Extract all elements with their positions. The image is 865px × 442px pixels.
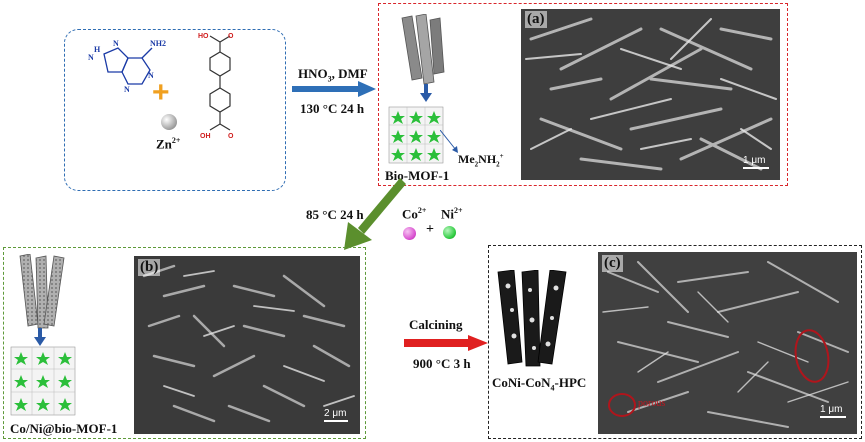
adenine-n-label: N [148,71,154,80]
panel-b-tag: (b) [138,259,161,276]
scale-bar-c: 1 μm [820,404,846,418]
step3-label: Calcining [409,317,463,332]
hpc-carbon-rods [497,270,567,367]
porous-annotation: porous [638,398,666,409]
scale-bar-b: 2 μm [324,408,348,422]
sem-image-c: (c) porous 1 μm [598,252,857,434]
ni-ion-label: Ni2+ [441,206,463,222]
adenine-structure: N H N N N NH2 [88,39,166,94]
sem-image-b: (b) 2 μm [134,256,360,434]
down-arrow-icon [420,84,432,102]
down-arrow-icon [34,328,46,346]
bpdc-o-label: O [228,133,234,140]
cation-label: Me2NH2+ [458,152,504,169]
mof-crystal-rods [401,14,445,85]
plus-sign: + [152,76,170,109]
ion-plus-sign: + [426,222,434,237]
adenine-n-label: N [88,53,94,62]
step1-condition: 130 °C 24 h [300,101,365,116]
step2-condition: 85 °C 24 h [306,207,364,222]
adenine-n-label: N [124,85,130,94]
step1-reagents: HNO3, DMF [298,66,368,84]
co-ni-mof-panel-box [3,247,366,439]
zn-ion-sphere [161,114,177,130]
adenine-nh2-label: NH2 [150,39,166,48]
hpc-panel-box [488,245,862,439]
adenine-n-label: N [113,39,119,48]
bpdc-ho-label: HO [198,33,209,40]
zn-ion-label: Zn2+ [156,136,181,152]
bpdc-o-label: O [228,33,234,40]
porous-region-circle [794,329,830,383]
ni-ion-sphere [443,226,456,239]
step3-condition: 900 °C 3 h [413,356,471,371]
co-ni-mof-rods [19,254,65,329]
co-ion-sphere [403,227,416,240]
hpc-name: CoNi-CoN4-HPC [492,375,587,393]
reactants-box [64,29,286,191]
bpdc-oh-label: OH [200,133,211,140]
mof-framework-lattice [388,106,444,164]
bpdc-structure: O HO O OH [198,33,234,140]
scale-bar-a: 1 μm [743,155,769,169]
panel-a-tag: (a) [525,11,547,28]
panel-c-tag: (c) [602,255,623,272]
co-ni-mof-lattice [10,346,76,416]
co-ni-mof-name: Co/Ni@bio-MOF-1 [10,421,118,436]
pointer-arrow [440,130,458,153]
step2-arrow [344,178,406,250]
step3-arrow [404,335,488,351]
scale-bar-a-label: 1 μm [743,155,766,166]
sem-image-a: (a) 1 μm [521,9,780,180]
porous-region-circle [608,393,636,417]
co-ion-label: Co2+ [402,206,427,222]
scale-bar-b-label: 2 μm [324,408,347,419]
scale-bar-c-label: 1 μm [820,404,843,415]
adenine-h-label: H [94,45,101,54]
step1-arrow [292,81,376,97]
bio-mof-panel-box [378,3,788,186]
